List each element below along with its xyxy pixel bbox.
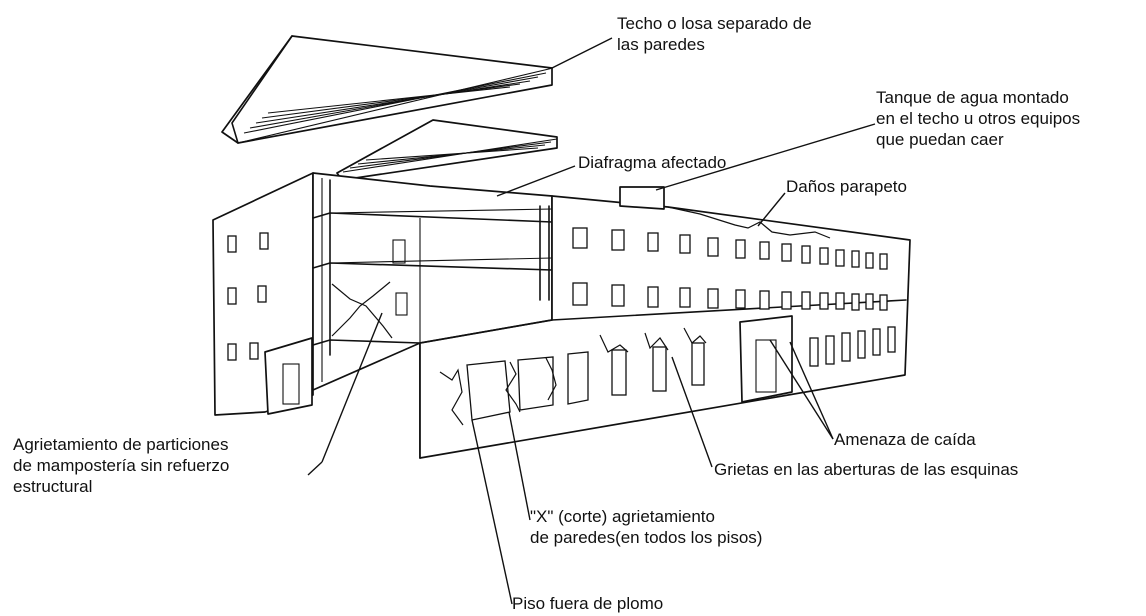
label-line: Diafragma afectado xyxy=(578,153,727,172)
label-parapet: Daños parapeto xyxy=(786,176,907,197)
label-roof-separated: Techo o losa separado de las paredes xyxy=(617,13,812,55)
label-line: de paredes(en todos los pisos) xyxy=(530,528,763,547)
ground-floor-cracked-windows xyxy=(439,327,707,426)
label-line: las paredes xyxy=(617,35,705,54)
label-masonry-partitions: Agrietamiento de particiones de mamposte… xyxy=(13,434,229,497)
left-wing-windows xyxy=(227,232,269,361)
facade-windows xyxy=(572,227,896,367)
separated-roof-slab xyxy=(221,35,554,144)
label-line: Amenaza de caída xyxy=(834,430,976,449)
label-falling-hazard: Amenaza de caída xyxy=(834,429,976,450)
label-water-tank: Tanque de agua montado en el techo u otr… xyxy=(876,87,1080,150)
leader-lines xyxy=(307,37,876,605)
label-line: de mampostería sin refuerzo xyxy=(13,456,230,475)
label-line: Tanque de agua montado xyxy=(876,88,1069,107)
label-line: en el techo u otros equipos xyxy=(876,109,1081,128)
label-line: Piso fuera de plomo xyxy=(512,594,664,613)
label-line: Grietas en las aberturas de las esquinas xyxy=(714,460,1019,479)
label-line: Agrietamiento de particiones xyxy=(13,435,229,454)
label-line: estructural xyxy=(13,477,93,496)
label-corner-cracks: Grietas en las aberturas de las esquinas xyxy=(714,459,1018,480)
label-line: Techo o losa separado de xyxy=(617,14,812,33)
label-x-shear: "X" (corte) agrietamiento de paredes(en … xyxy=(530,506,762,548)
label-line: Daños parapeto xyxy=(786,177,907,196)
separated-small-slab xyxy=(336,119,558,181)
label-diaphragm: Diafragma afectado xyxy=(578,152,726,173)
label-line: "X" (corte) agrietamiento xyxy=(530,507,715,526)
label-line: que puedan caer xyxy=(876,130,1004,149)
label-out-of-plumb: Piso fuera de plomo xyxy=(512,593,663,614)
